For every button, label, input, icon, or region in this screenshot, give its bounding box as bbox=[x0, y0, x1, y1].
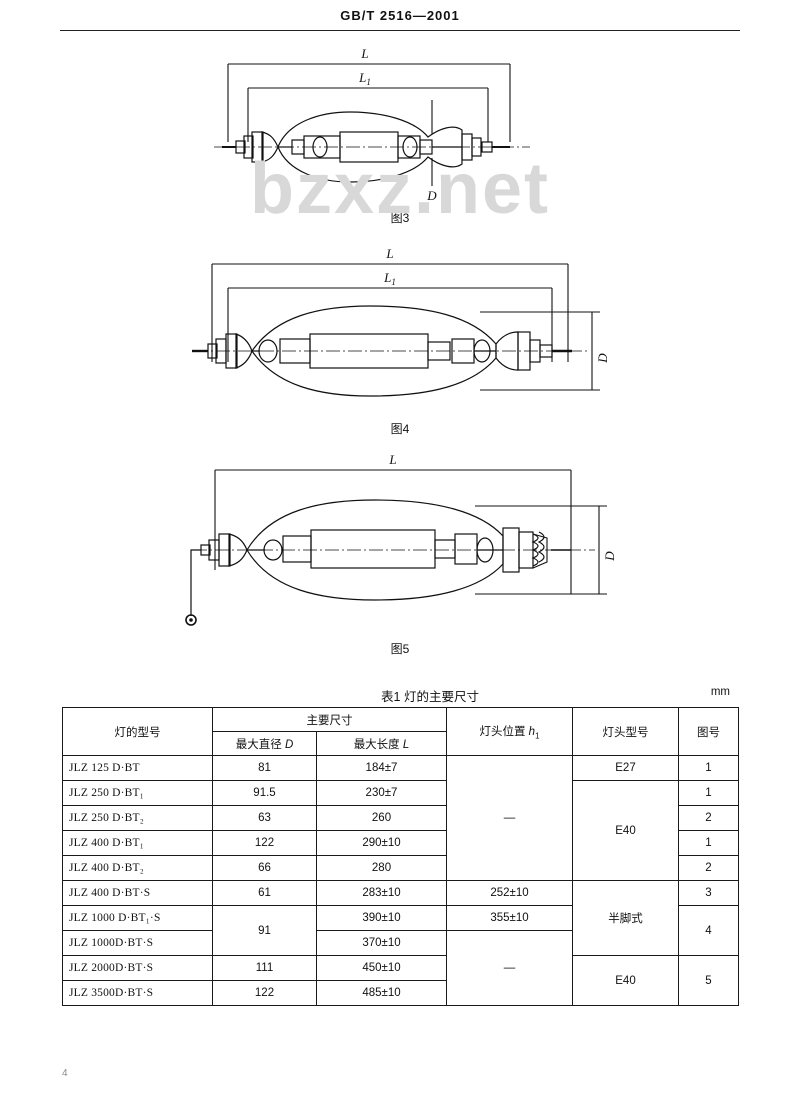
figure-4-caption: 图4 bbox=[390, 422, 410, 436]
figure-3-label-L: L bbox=[360, 46, 368, 61]
figure-3: L L1 D 图3 bbox=[0, 42, 800, 226]
table-unit-label: mm bbox=[710, 686, 730, 698]
figure-4-label-D: D bbox=[595, 353, 610, 364]
figure-5-caption: 图5 bbox=[390, 642, 410, 656]
table-header-row-2: 最大直径 D 最大长度 L bbox=[63, 731, 739, 756]
header-cap-position-subscript: 1 bbox=[535, 731, 540, 741]
cell-max-length: 485±10 bbox=[316, 980, 447, 1006]
cell-max-length: 370±10 bbox=[316, 930, 447, 956]
cell-figure-no: 3 bbox=[678, 880, 739, 906]
header-cap-position: 灯头位置 h1 bbox=[446, 707, 573, 756]
cell-max-diameter: 66 bbox=[212, 855, 317, 881]
figure-4-drawing: L L1 D bbox=[192, 246, 610, 397]
page-header: GB/T 2516—2001 bbox=[60, 8, 740, 36]
table-row: JLZ 250 D·BT₁ 91.5 230±7 E40 1 bbox=[62, 780, 739, 881]
cell-figure-no: 2 bbox=[678, 855, 739, 881]
cell-model: JLZ 250 D·BT₁ bbox=[62, 780, 213, 806]
cell-cap-type: E40 bbox=[572, 955, 679, 1006]
cell-cap-position: 252±10 bbox=[446, 880, 573, 906]
cell-figure-no: 2 bbox=[678, 805, 739, 831]
cell-cap-position: — bbox=[446, 930, 573, 1006]
figure-4-label-L: L bbox=[385, 246, 393, 261]
header-max-length-symbol: L bbox=[402, 738, 410, 751]
cell-cap-position: 355±10 bbox=[446, 905, 573, 931]
cell-cap-type: 半脚式 bbox=[572, 880, 679, 956]
cell-max-diameter: 81 bbox=[212, 755, 317, 781]
table-row: JLZ 1000D·BT·S 370±10 — bbox=[62, 930, 739, 1006]
cell-max-length: 283±10 bbox=[316, 880, 447, 906]
standard-number: GB/T 2516—2001 bbox=[340, 8, 460, 23]
dimensions-table: 灯的型号 主要尺寸 灯头位置 h1 灯头型号 图号 最大直径 D 最大长度 L bbox=[62, 707, 739, 1006]
figure-5-label-D: D bbox=[602, 551, 617, 562]
cell-model: JLZ 1000D·BT·S bbox=[62, 930, 213, 956]
header-model: 灯的型号 bbox=[62, 707, 213, 756]
cell-figure-no: 4 bbox=[678, 905, 739, 956]
table-row: JLZ 400 D·BT₁ 122 290±10 1 bbox=[62, 830, 739, 856]
figure-4-label-L1: L1 bbox=[383, 270, 396, 287]
figure-3-drawing: L L1 D bbox=[214, 46, 530, 203]
figure-4: L L1 D 图4 bbox=[0, 240, 800, 437]
cell-max-diameter: 122 bbox=[212, 980, 317, 1006]
cell-max-length: 260 bbox=[316, 805, 447, 831]
cell-max-diameter: 61 bbox=[212, 880, 317, 906]
cell-max-diameter: 111 bbox=[212, 955, 317, 981]
cell-max-diameter: 91 bbox=[212, 905, 317, 956]
table-row: JLZ 400 D·BT₂ 66 280 2 bbox=[62, 855, 739, 881]
header-max-length-text: 最大长度 bbox=[353, 738, 400, 751]
cell-max-length: 290±10 bbox=[316, 830, 447, 856]
cell-max-length: 230±7 bbox=[316, 780, 447, 806]
cell-model: JLZ 1000 D·BT₁·S bbox=[62, 905, 213, 931]
cell-max-length: 390±10 bbox=[316, 905, 447, 931]
cell-figure-no: 1 bbox=[678, 830, 739, 856]
header-max-diameter-text: 最大直径 bbox=[235, 738, 282, 751]
table-header-row-1: 灯的型号 主要尺寸 灯头位置 h1 灯头型号 图号 bbox=[62, 707, 739, 756]
figure-5: L D 图5 bbox=[0, 448, 800, 657]
header-rule bbox=[60, 30, 740, 31]
figure-3-label-D: D bbox=[426, 188, 437, 203]
cell-max-length: 184±7 bbox=[316, 755, 447, 781]
cell-cap-type: E27 bbox=[572, 755, 679, 781]
cell-model: JLZ 400 D·BT·S bbox=[62, 880, 213, 906]
dimensions-table-block: 表1 灯的主要尺寸 mm 灯的型号 主要尺寸 灯头位置 h1 灯头型号 图号 bbox=[62, 686, 739, 1006]
cell-model: JLZ 400 D·BT₁ bbox=[62, 830, 213, 856]
table-row: JLZ 2000D·BT·S 111 450±10 E40 5 bbox=[62, 955, 739, 1006]
page-footer: 4 bbox=[62, 1068, 68, 1079]
header-cap-type: 灯头型号 bbox=[572, 707, 679, 756]
cell-max-length: 450±10 bbox=[316, 955, 447, 981]
header-cap-position-text: 灯头位置 bbox=[479, 725, 526, 738]
cell-max-diameter: 63 bbox=[212, 805, 317, 831]
cell-model: JLZ 250 D·BT₂ bbox=[62, 805, 213, 831]
cell-max-diameter: 91.5 bbox=[212, 780, 317, 806]
cell-model: JLZ 125 D·BT bbox=[62, 755, 213, 781]
header-max-length: 最大长度 L bbox=[316, 731, 447, 756]
header-cap-position-symbol: h bbox=[528, 725, 536, 738]
header-figure-no: 图号 bbox=[678, 707, 739, 756]
table-row: JLZ 125 D·BT 81 184±7 — E27 1 bbox=[62, 755, 739, 881]
cell-figure-no: 1 bbox=[678, 755, 739, 781]
cell-model: JLZ 3500D·BT·S bbox=[62, 980, 213, 1006]
table-row: JLZ 250 D·BT₂ 63 260 2 bbox=[62, 805, 739, 831]
cell-figure-no: 5 bbox=[678, 955, 739, 1006]
header-max-diameter-symbol: D bbox=[284, 738, 294, 751]
table-caption: 表1 灯的主要尺寸 bbox=[381, 690, 479, 704]
cell-model: JLZ 400 D·BT₂ bbox=[62, 855, 213, 881]
cell-model: JLZ 2000D·BT·S bbox=[62, 955, 213, 981]
figure-5-drawing: L D bbox=[185, 452, 617, 626]
figure-5-label-L: L bbox=[388, 452, 396, 467]
header-main-dimensions: 主要尺寸 bbox=[212, 707, 447, 732]
figure-3-label-L1: L1 bbox=[358, 70, 371, 87]
cell-max-diameter: 122 bbox=[212, 830, 317, 856]
cell-figure-no: 1 bbox=[678, 780, 739, 806]
figure-3-caption: 图3 bbox=[390, 211, 410, 225]
cell-cap-position: — bbox=[446, 755, 573, 881]
table-row: JLZ 400 D·BT·S 61 283±10 252±10 半脚式 3 bbox=[62, 880, 739, 956]
cell-cap-type: E40 bbox=[572, 780, 679, 881]
header-max-diameter: 最大直径 D bbox=[212, 731, 317, 756]
table-row: JLZ 3500D·BT·S 122 485±10 bbox=[62, 980, 739, 1006]
cell-max-length: 280 bbox=[316, 855, 447, 881]
